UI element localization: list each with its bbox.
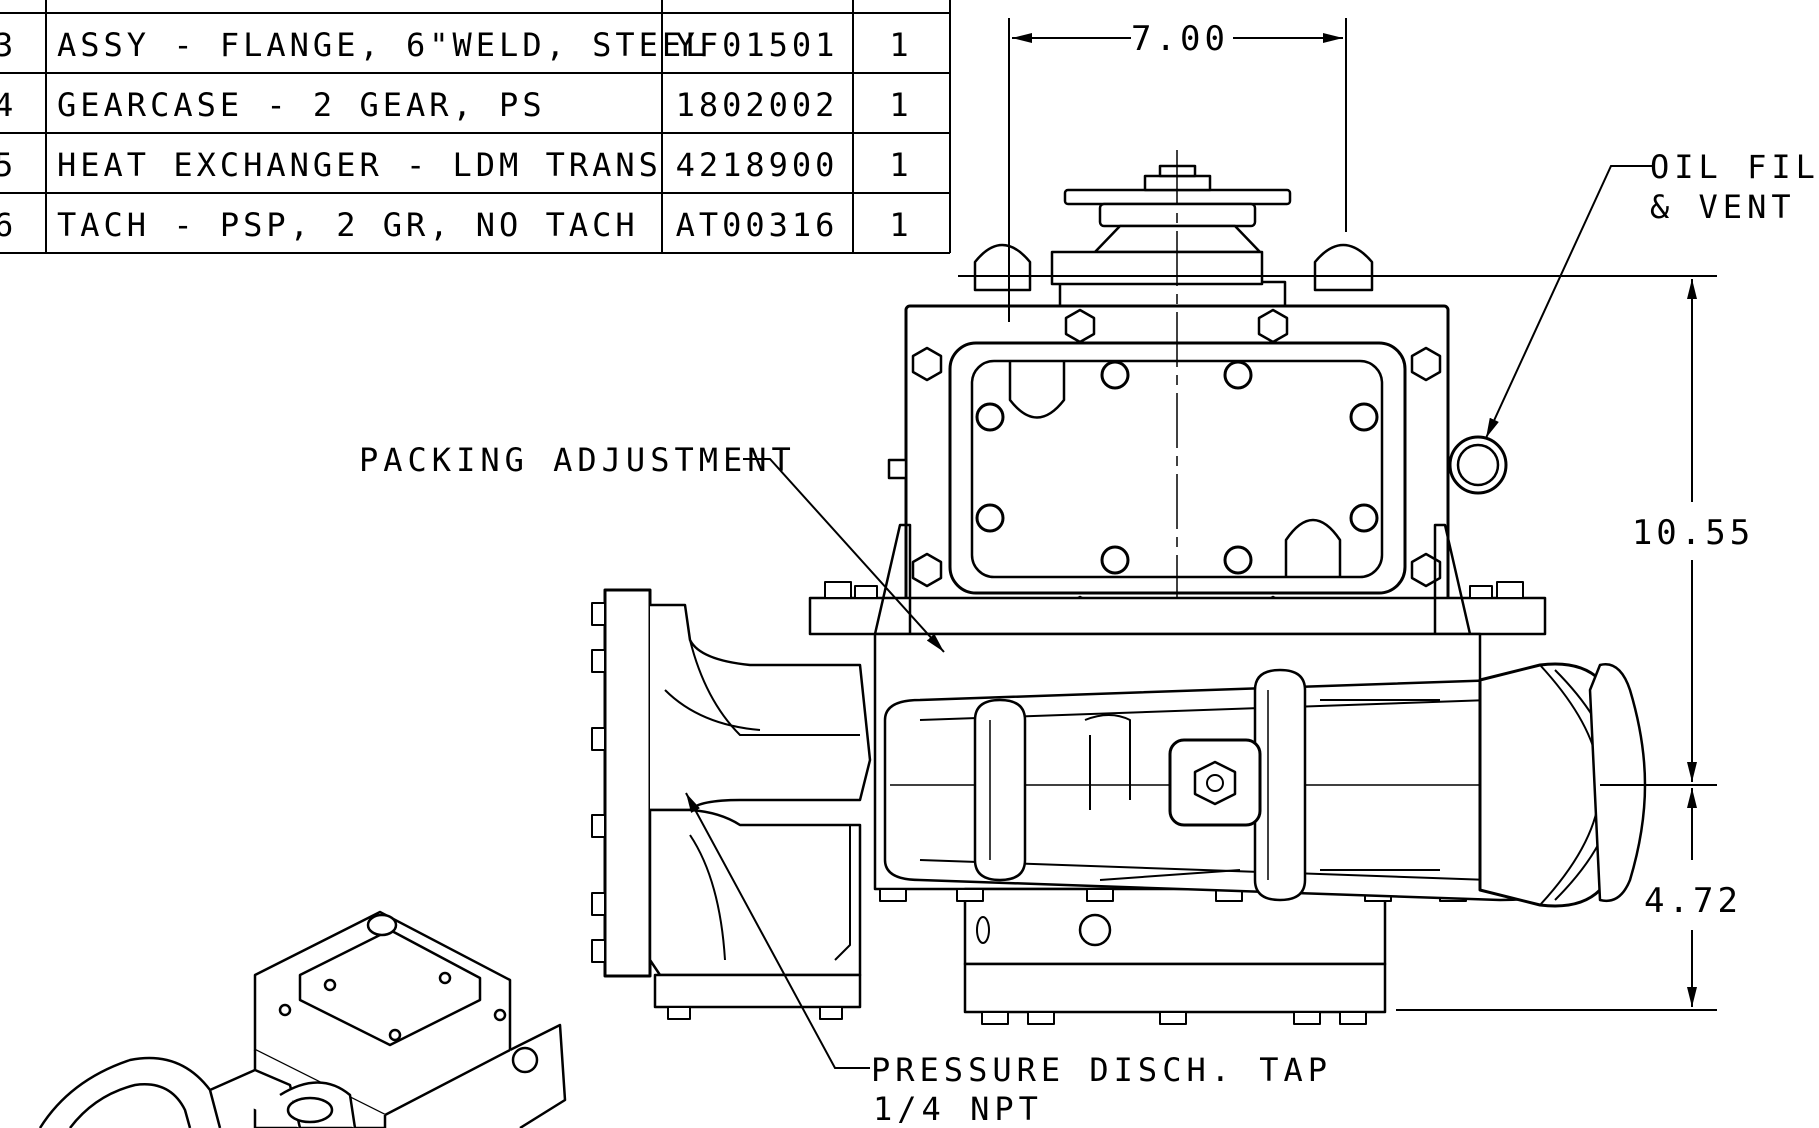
- bom-description: HEAT EXCHANGER - LDM TRANS: [57, 146, 662, 184]
- callout-pressure-npt: 1/4 NPT: [873, 1090, 1043, 1128]
- bom-quantity: 1: [889, 146, 912, 184]
- bom-row: 6 TACH - PSP, 2 GR, NO TACH AT00316 1: [0, 206, 912, 244]
- bom-item-number: 5: [0, 146, 17, 184]
- end-plate-right: [1253, 668, 1307, 902]
- gearcase-body: [904, 150, 1450, 634]
- bom-row: 4 GEARCASE - 2 GEAR, PS 1802002 1: [0, 86, 912, 124]
- bom-rows: 3 ASSY - FLANGE, 6"WELD, STEEL YF01501 1…: [0, 26, 912, 244]
- bom-part-number: 1802002: [676, 86, 839, 124]
- inlet-flange: [591, 588, 687, 978]
- bom-description: TACH - PSP, 2 GR, NO TACH: [57, 206, 639, 244]
- inlet-elbow-upper: [650, 603, 872, 812]
- dimension-height: [958, 275, 1717, 1011]
- pump-isometric-view: [38, 910, 567, 1128]
- callout-packing-adjustment: PACKING ADJUSTMENT: [359, 441, 796, 479]
- bom-row: 3 ASSY - FLANGE, 6"WELD, STEEL YF01501 1: [0, 26, 912, 64]
- bom-part-number: 4218900: [676, 146, 839, 184]
- callout-oil-fill: OIL FILL: [1650, 148, 1819, 186]
- inlet-elbow-lower: [648, 808, 862, 977]
- bom-row: 5 HEAT EXCHANGER - LDM TRANS 4218900 1: [0, 146, 912, 184]
- end-plate-left: [973, 698, 1027, 882]
- bom-item-number: 4: [0, 86, 17, 124]
- bom-part-number: AT00316: [676, 206, 839, 244]
- top-drive-cap: [1063, 164, 1292, 254]
- dimension-height-total-label: 10.55: [1632, 513, 1754, 553]
- bom-quantity: 1: [889, 26, 912, 64]
- bom-description: GEARCASE - 2 GEAR, PS: [57, 86, 546, 124]
- dimension-width: [1008, 18, 1347, 322]
- bom-item-number: 6: [0, 206, 17, 244]
- leader-lines: [685, 165, 1652, 1069]
- bom-part-number: YF01501: [676, 26, 839, 64]
- pump-front-view: [591, 150, 1715, 1025]
- oil-fill-plug: [1448, 435, 1508, 495]
- bom-description: ASSY - FLANGE, 6"WELD, STEEL: [57, 26, 708, 64]
- lifting-ear-right: [1313, 243, 1374, 292]
- callout-oil-vent: & VENT: [1650, 188, 1796, 226]
- dimension-height-lower-label: 4.72: [1644, 881, 1742, 921]
- lifting-ear-left: [973, 243, 1032, 292]
- bom-table: [0, 0, 951, 254]
- dimension-width-label: 7.00: [1131, 19, 1229, 59]
- callout-pressure-tap: PRESSURE DISCH. TAP: [871, 1051, 1332, 1089]
- packing-gland: [1168, 738, 1262, 827]
- cover-screws: [975, 360, 1379, 575]
- bom-quantity: 1: [889, 86, 912, 124]
- bom-item-number: 3: [0, 26, 17, 64]
- bom-quantity: 1: [889, 206, 912, 244]
